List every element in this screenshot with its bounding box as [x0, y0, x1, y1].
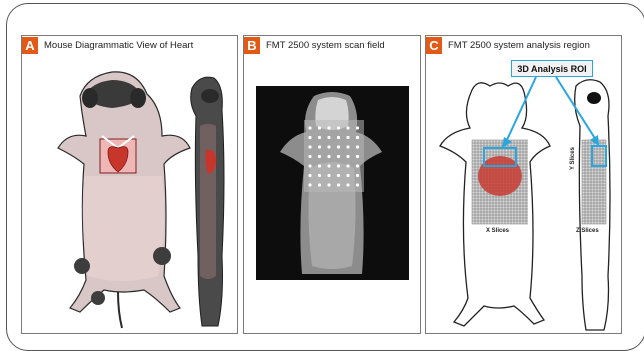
mouse-dorsal-lateral-illustration: [22, 36, 237, 333]
scan-point: [346, 164, 349, 167]
scan-point: [337, 183, 340, 186]
scan-point: [356, 145, 359, 148]
scan-point: [356, 136, 359, 139]
scan-point: [318, 136, 321, 139]
scan-point: [346, 183, 349, 186]
scan-point: [356, 126, 359, 129]
scan-point: [346, 145, 349, 148]
x-slices-label: X Slices: [486, 228, 510, 234]
scan-point: [318, 126, 321, 129]
z-slices-grid: [582, 140, 606, 224]
scan-point: [327, 183, 330, 186]
scan-point: [337, 136, 340, 139]
scan-point: [346, 155, 349, 158]
panel-b: B FMT 2500 system scan field: [243, 35, 421, 334]
scan-point: [318, 145, 321, 148]
scan-point: [327, 174, 330, 177]
roi-label-box: 3D Analysis ROI: [511, 60, 593, 77]
scan-point: [308, 174, 311, 177]
scan-point: [356, 164, 359, 167]
scan-point: [318, 183, 321, 186]
scan-point: [356, 183, 359, 186]
scan-point: [308, 155, 311, 158]
scan-point: [337, 174, 340, 177]
scan-point: [327, 126, 330, 129]
analysis-region-diagram: X Slices Z Slices Y Slices: [426, 36, 621, 333]
scan-point: [337, 126, 340, 129]
scan-point: [327, 145, 330, 148]
y-slices-label: Y Slices: [570, 146, 576, 170]
mouse-lateral-view: [191, 77, 224, 326]
scan-point: [308, 136, 311, 139]
scan-point: [356, 155, 359, 158]
scan-point: [318, 155, 321, 158]
scan-point: [308, 126, 311, 129]
scan-point: [346, 126, 349, 129]
panel-c: C FMT 2500 system analysis region X Slic…: [425, 35, 622, 334]
panel-a: A Mouse Diagrammatic View of Heart: [21, 35, 238, 334]
scan-point: [356, 174, 359, 177]
scan-point: [327, 164, 330, 167]
scan-point: [337, 155, 340, 158]
scan-point: [308, 183, 311, 186]
scan-point: [346, 174, 349, 177]
scan-point: [337, 145, 340, 148]
scan-point: [327, 136, 330, 139]
scan-point: [346, 136, 349, 139]
scan-point: [318, 174, 321, 177]
scan-point: [308, 164, 311, 167]
scan-point: [337, 164, 340, 167]
mouse-ventral-view: [58, 72, 190, 328]
scan-field-image: [244, 36, 420, 333]
scan-point: [318, 164, 321, 167]
scan-point: [308, 145, 311, 148]
z-slices-label: Z Slices: [576, 228, 599, 234]
scan-point: [327, 155, 330, 158]
